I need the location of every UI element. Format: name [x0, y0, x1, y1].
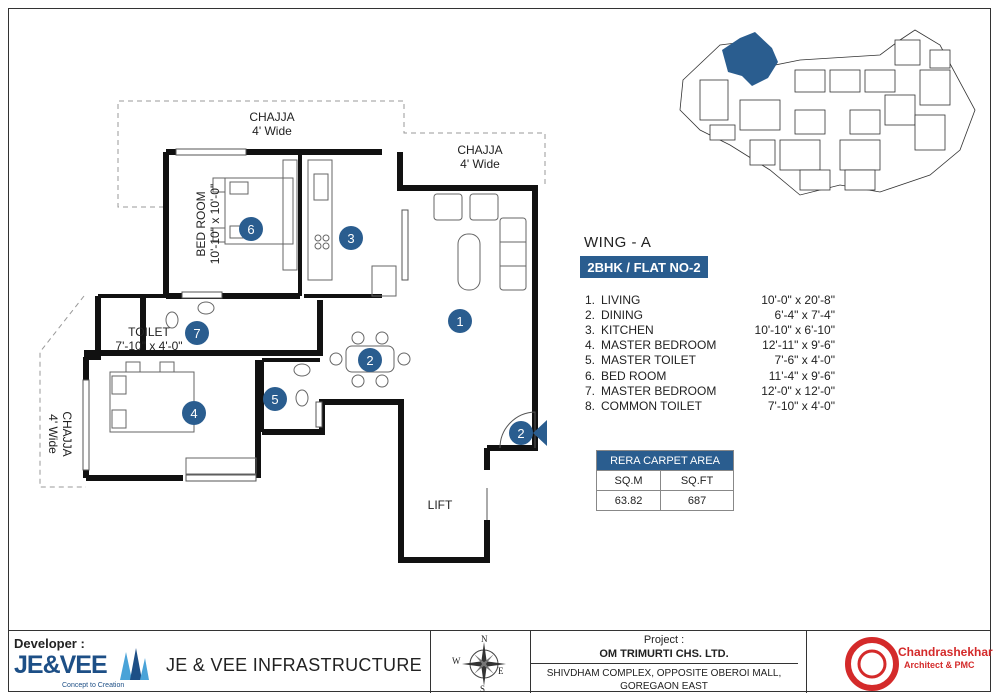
chajja-right-title: CHAJJA — [457, 143, 503, 157]
project-address-2: GOREGAON EAST — [620, 681, 708, 692]
architect-name: Chandrashekhar — [898, 645, 993, 659]
rera-val-sqm: 63.82 — [595, 490, 662, 511]
bedroom-size: 10'-10" x 10'-0" — [208, 183, 222, 265]
project-address-1: SHIVDHAM COMPLEX, OPPOSITE OBEROI MALL, — [546, 668, 782, 679]
rera-col-sqm: SQ.M — [595, 470, 662, 491]
marker-5: 5 — [263, 387, 287, 411]
entrance-arrow-icon — [533, 420, 547, 446]
compass-n: N — [481, 634, 488, 644]
chajja-right-width: 4' Wide — [460, 157, 500, 171]
chajja-top-width: 4' Wide — [252, 124, 292, 138]
chajja-outlines — [39, 100, 546, 488]
project-name: OM TRIMURTI CHS. LTD. — [599, 648, 729, 660]
bedroom-name: BED ROOM — [194, 191, 208, 257]
marker-1: 1 — [448, 309, 472, 333]
title-block — [8, 630, 991, 693]
flat-tag: 2BHK / FLAT NO-2 — [580, 256, 708, 278]
compass-icon — [462, 642, 506, 686]
developer-label: Developer : — [14, 636, 85, 651]
toilet-name: TOILET — [128, 325, 170, 339]
marker-4: 4 — [182, 401, 206, 425]
developer-tagline: Concept to Creation — [62, 682, 125, 689]
building-logo-icon — [120, 648, 149, 680]
walls — [83, 149, 538, 563]
toilet-size: 7'-10" x 4'-0" — [115, 339, 183, 353]
rera-col-sqft: SQ.FT — [660, 470, 734, 491]
marker-7: 7 — [185, 321, 209, 345]
lift-label: LIFT — [427, 498, 453, 512]
rera-val-sqft: 687 — [660, 490, 734, 511]
marker-6: 6 — [239, 217, 263, 241]
architect-subtitle: Architect & PMC — [904, 660, 975, 670]
chajja-top-title: CHAJJA — [249, 110, 295, 124]
developer-logo: JE&VEE — [14, 651, 108, 679]
marker-2: 2 — [358, 348, 382, 372]
rera-title: RERA CARPET AREA — [596, 450, 734, 471]
project-label: Project : — [643, 634, 685, 646]
developer-name: JE & VEE INFRASTRUCTURE — [166, 655, 422, 675]
drawing-frame — [8, 8, 991, 692]
wing-title: WING - A — [584, 234, 652, 251]
marker-3: 3 — [339, 226, 363, 250]
compass-s: S — [480, 684, 486, 694]
compass-e: E — [498, 666, 504, 676]
chajja-left-width: 4' Wide — [46, 414, 60, 454]
key-plan-highlight — [722, 32, 778, 86]
compass-w: W — [452, 656, 461, 666]
architect-logo-icon — [845, 637, 899, 691]
marker-2-entry: 2 — [509, 421, 533, 445]
chajja-left-title: CHAJJA — [60, 411, 74, 457]
